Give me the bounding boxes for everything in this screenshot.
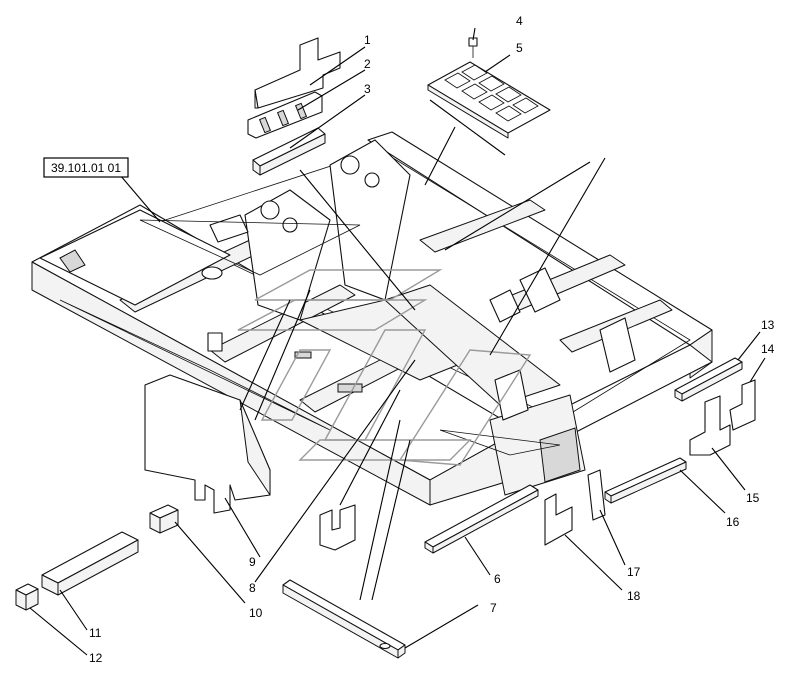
part-17-tall-block [587,469,606,521]
callout-15: 15 [746,491,760,505]
callout-14: 14 [761,342,775,356]
part-11-long-block [41,531,139,596]
part-13-bar [674,357,743,402]
callout-9: 9 [249,555,256,569]
callout-5: 5 [516,41,523,55]
callout-18: 18 [627,589,641,603]
part-9-large-panel [144,374,271,514]
callout-11: 11 [89,626,102,640]
part-1-notched-plate [254,37,341,109]
part-5-grated-plate [427,61,551,139]
watermark-logo [237,269,532,466]
callout-7: 7 [490,601,497,615]
callout-12: 12 [89,651,103,665]
main-frame [31,131,713,506]
callout-8: 8 [249,581,256,595]
part-15-l-bracket [689,395,731,456]
part-12-cube [15,583,39,611]
part-18-l-block [544,493,573,546]
callout-16: 16 [726,515,740,529]
part-8-u-block [319,504,356,551]
part-14-l-block [729,379,756,431]
reference-label: 39.101.01 01 [51,161,121,175]
callout-13: 13 [761,318,775,332]
callout-2: 2 [364,57,371,71]
part-6-long-bar [424,484,539,554]
part-16-long-bar [604,457,687,504]
callout-numbers: 1 2 3 4 5 6 7 8 9 10 11 12 13 14 15 16 1… [89,14,775,665]
part-2-slotted-shim [247,91,323,139]
part-3-bar [252,127,326,176]
callout-6: 6 [494,572,501,586]
part-7-long-bar [282,579,406,659]
callout-10: 10 [249,606,263,620]
callout-3: 3 [364,82,371,96]
leader-lines [29,27,766,656]
callout-4: 4 [516,14,523,28]
part-4-bolt [468,37,478,58]
callout-17: 17 [627,565,641,579]
callout-1: 1 [364,33,371,47]
part-10-cube [149,504,179,534]
reference-label-box: 39.101.01 01 [43,157,129,178]
